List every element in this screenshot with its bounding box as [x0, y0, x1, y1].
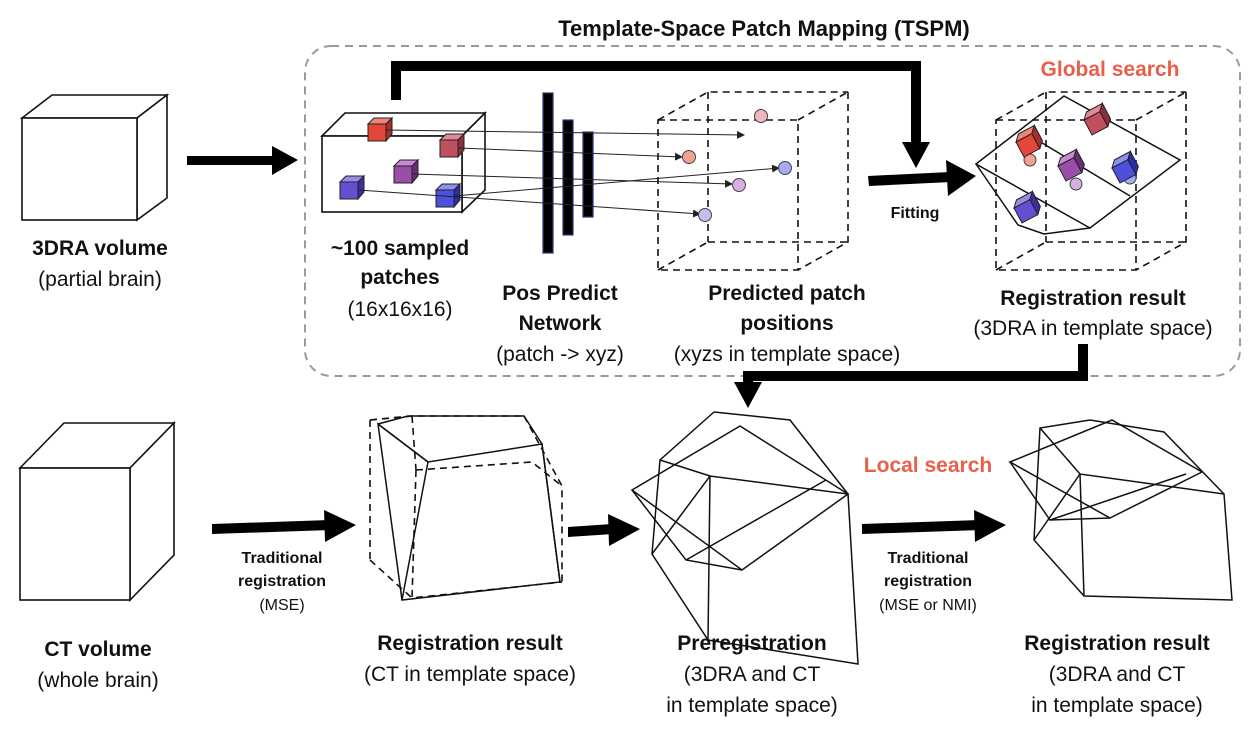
predicted-title-1: Predicted patch [708, 282, 866, 305]
trad-reg-2-line2: registration [884, 573, 972, 590]
reg-cube-violet [1013, 190, 1041, 224]
network-subtitle: (patch -> xyz) [496, 343, 624, 366]
registration-final-sub-1: (3DRA and CT [1049, 663, 1186, 686]
sampled-patches-title-1: ~100 sampled [331, 237, 469, 260]
patch-cube-violet [338, 174, 366, 201]
network-title-1: Pos Predict [502, 282, 618, 305]
arrow-ct-to-registration [212, 510, 356, 542]
registration-ct-cube [369, 415, 563, 601]
ct-volume-title: CT volume [44, 638, 151, 661]
predicted-title-2: positions [740, 312, 833, 335]
prereg-title: Preregistration [677, 632, 826, 655]
prereg-sub-2: in template space) [666, 694, 838, 717]
ct-volume-box [18, 421, 176, 602]
predicted-point-violet [698, 208, 712, 222]
dra-volume-subtitle: (partial brain) [38, 268, 162, 291]
trad-reg-1-line2: registration [238, 573, 326, 590]
registration-final-sub-2: in template space) [1031, 694, 1203, 717]
predicted-point-purple [732, 178, 746, 192]
predicted-point-pink [754, 109, 768, 123]
arrow-regct-to-prereg [568, 514, 640, 546]
predicted-positions-cube [657, 91, 849, 271]
registration-top-title: Registration result [1000, 287, 1186, 310]
arrow-patches-to-registration [391, 61, 930, 168]
arrow-prereg-to-final [862, 510, 1006, 542]
reg-cube-red [1015, 124, 1043, 158]
trad-reg-1-line3: (MSE) [259, 597, 304, 614]
arrow-registration-to-prereg [734, 344, 1088, 408]
dra-volume-title: 3DRA volume [32, 237, 168, 260]
arrow-fitting [868, 160, 976, 196]
reg-point-3 [1069, 177, 1083, 191]
network-title-2: Network [519, 312, 602, 335]
trad-reg-2-line1: Traditional [888, 550, 969, 567]
sampled-patches-title-2: patches [360, 266, 439, 289]
registration-ct-title: Registration result [377, 632, 563, 655]
preregistration-shape [630, 411, 859, 665]
diagram-title: Template-Space Patch Mapping (TSPM) [558, 16, 970, 41]
reg-cube-blue [1111, 150, 1139, 184]
local-search-label: Local search [864, 454, 992, 477]
registration-final-title: Registration result [1024, 632, 1210, 655]
prereg-sub-1: (3DRA and CT [684, 663, 821, 686]
predicted-subtitle: (xyzs in template space) [674, 343, 900, 366]
reg-cube-rose [1083, 102, 1111, 136]
patch-cube-rose [438, 132, 466, 159]
arrow-dra-to-patches [187, 146, 298, 175]
patch-cube-purple [392, 158, 420, 185]
dra-volume-box [19, 93, 170, 222]
registration-top-subtitle: (3DRA in template space) [973, 317, 1212, 340]
predicted-point-red [682, 150, 696, 164]
patch-cube-red [366, 116, 394, 143]
ct-volume-subtitle: (whole brain) [37, 669, 158, 692]
trad-reg-1-line1: Traditional [242, 550, 323, 567]
predicted-point-blue [778, 161, 792, 175]
reg-cube-purple [1057, 148, 1085, 182]
registration-final-shape [1008, 419, 1233, 601]
mapping-lines [357, 129, 780, 218]
trad-reg-2-line3: (MSE or NMI) [879, 597, 977, 614]
registration-ct-subtitle: (CT in template space) [364, 663, 576, 686]
global-search-label: Global search [1041, 58, 1180, 81]
network-layers [542, 92, 594, 254]
sampled-patches-size: (16x16x16) [347, 298, 452, 321]
fitting-label: Fitting [891, 205, 940, 222]
